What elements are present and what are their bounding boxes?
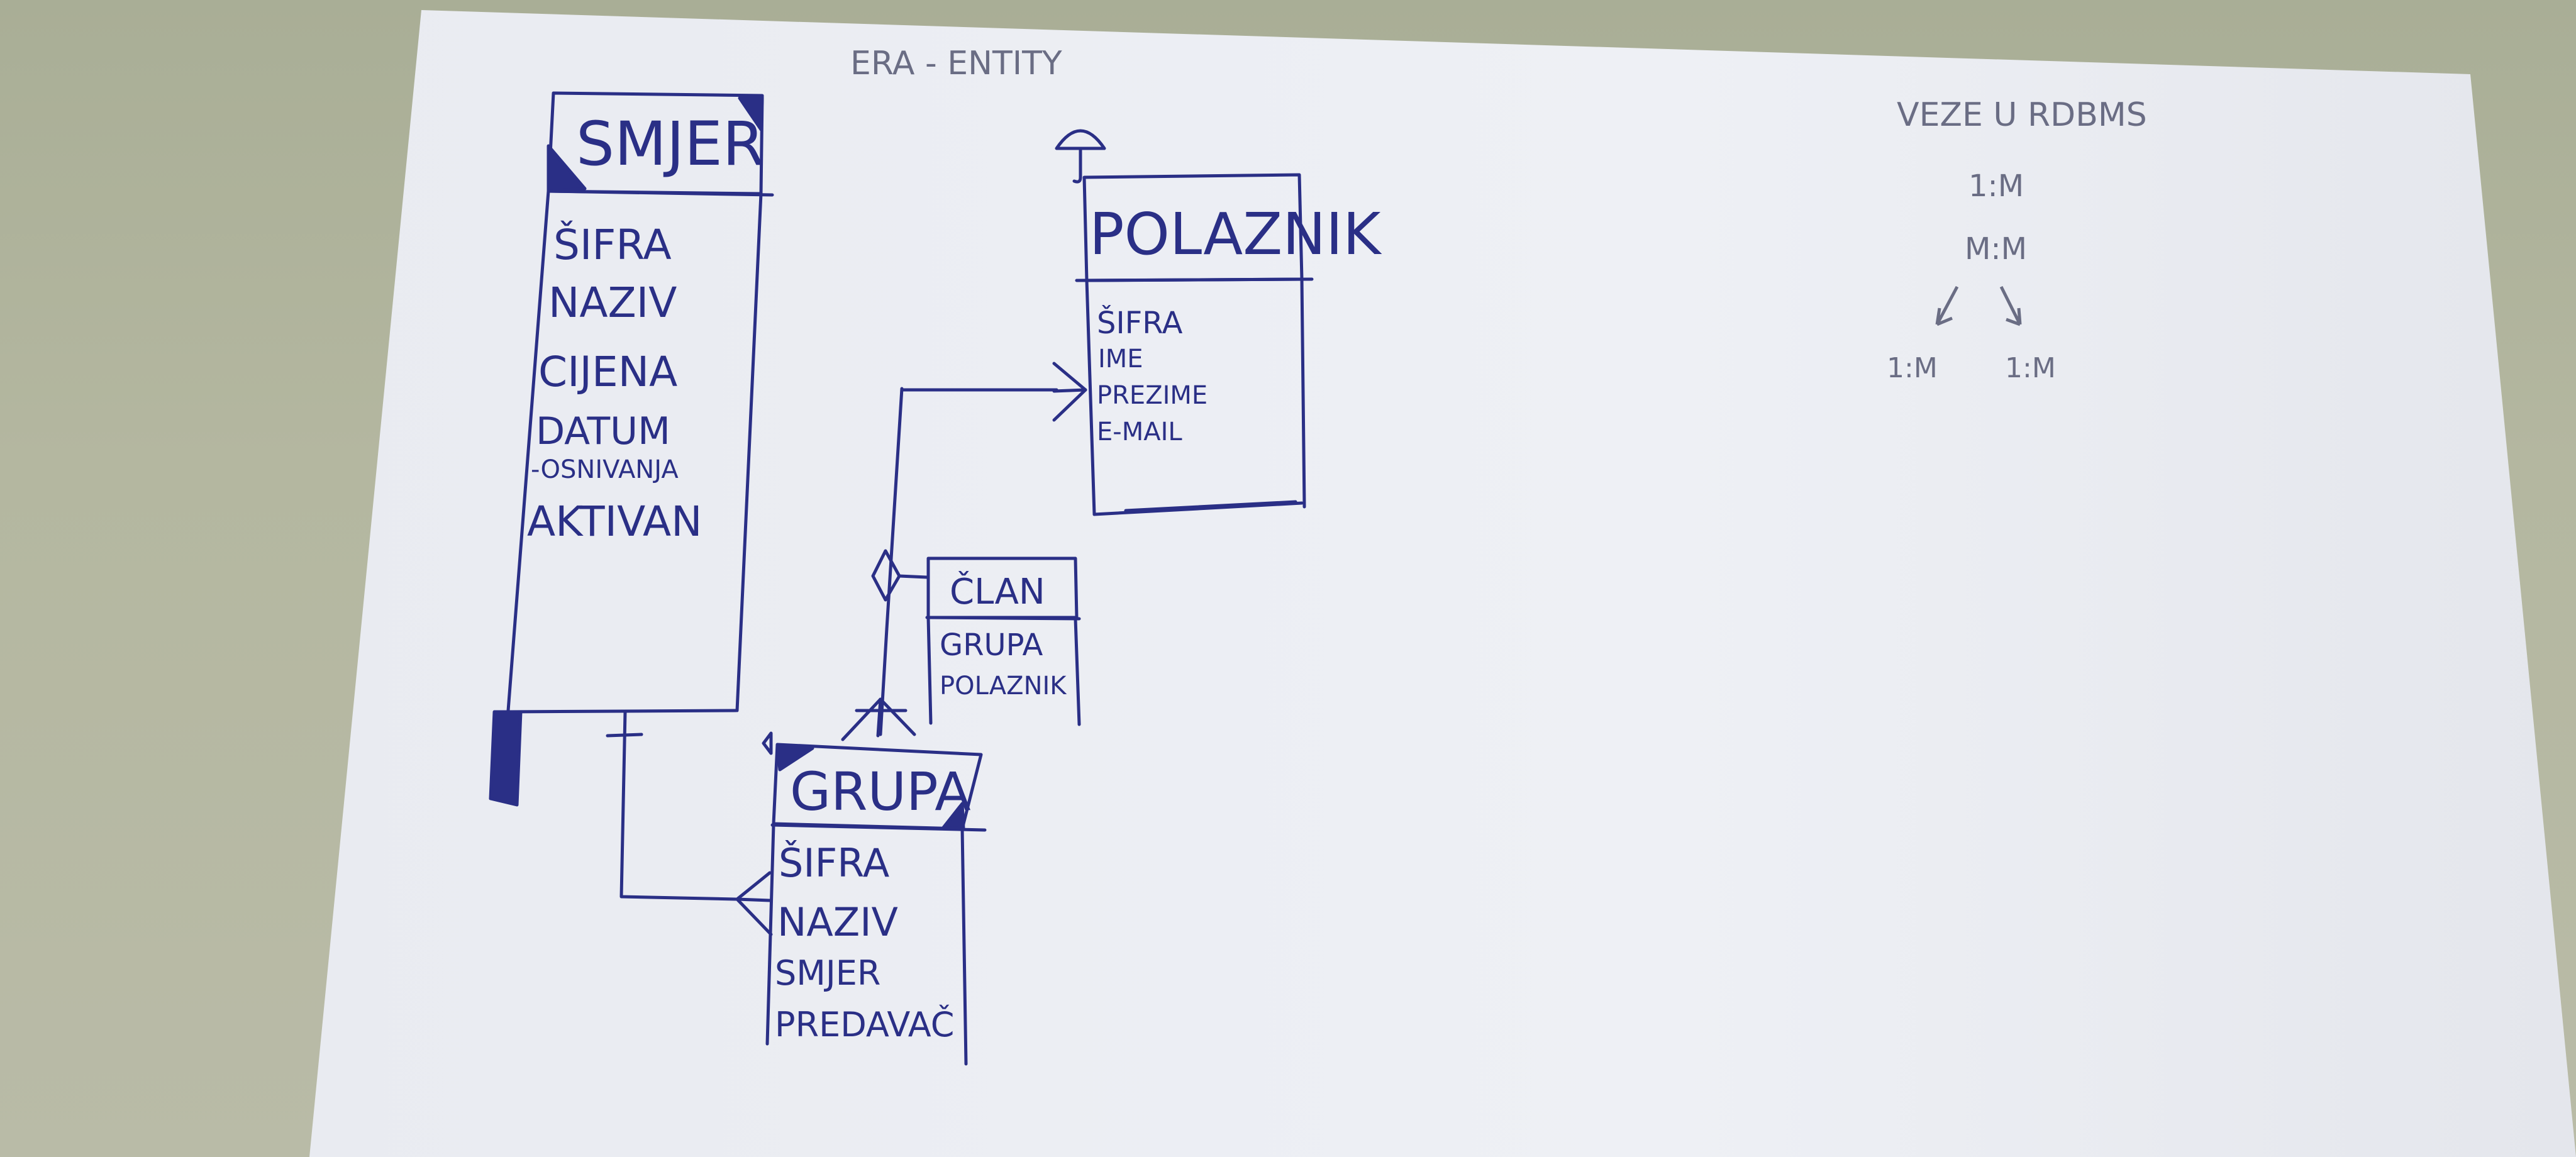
smjer-attr-5: -OSNIVANJA bbox=[531, 455, 679, 484]
entity-smjer bbox=[489, 91, 774, 807]
smjer-marker-block bbox=[489, 710, 523, 807]
arrow-left-icon bbox=[1935, 285, 1959, 326]
smjer-attr-3: CIJENA bbox=[538, 348, 677, 396]
entity-polaznik bbox=[1055, 129, 1314, 516]
grupa-corner-fill bbox=[775, 744, 814, 772]
entity-clan bbox=[925, 556, 1081, 726]
polaznik-attr-4: E-MAIL bbox=[1097, 418, 1182, 446]
entity-grupa bbox=[765, 743, 987, 1066]
clan-title: ČLAN bbox=[950, 572, 1045, 612]
relationship-smjer-grupa bbox=[606, 710, 773, 936]
relationship-clan-grupa bbox=[762, 627, 916, 755]
polaznik-attr-1: ŠIFRA bbox=[1097, 305, 1183, 341]
grupa-attr-2: NAZIV bbox=[777, 899, 898, 945]
relationship-notes: VEZE U RDBMS 1:M M:M 1:M 1:M bbox=[1887, 96, 2147, 384]
clan-attr-1: GRUPA bbox=[940, 628, 1043, 663]
clan-attr-2: POLAZNIK bbox=[940, 672, 1067, 700]
smjer-attr-1: ŠIFRA bbox=[553, 220, 672, 269]
relationship-polaznik-clan bbox=[871, 362, 1087, 631]
notes-line-1: 1:M bbox=[1968, 169, 2024, 204]
polaznik-attr-3: PREZIME bbox=[1097, 381, 1208, 410]
polaznik-attr-2: IME bbox=[1098, 345, 1143, 374]
umbrella-icon bbox=[1055, 129, 1106, 184]
smjer-attr-6: AKTIVAN bbox=[527, 497, 702, 546]
smjer-corner-fill bbox=[547, 144, 587, 193]
grupa-attr-4: PREDAVAČ bbox=[775, 1005, 955, 1044]
diagram-title: ERA - ENTITY bbox=[850, 45, 1062, 82]
smjer-corner-fill-right bbox=[738, 96, 764, 131]
notes-title: VEZE U RDBMS bbox=[1897, 96, 2147, 134]
arrow-right-icon bbox=[1999, 285, 2022, 326]
polaznik-title: POLAZNIK bbox=[1089, 201, 1382, 268]
grupa-attr-3: SMJER bbox=[775, 953, 880, 993]
smjer-attr-2: NAZIV bbox=[548, 279, 677, 327]
smjer-attr-4: DATUM bbox=[536, 409, 670, 453]
diamond-icon bbox=[871, 549, 901, 602]
notes-line-2: M:M bbox=[1965, 231, 2027, 267]
smjer-title: SMJER bbox=[576, 109, 764, 179]
notes-split-left: 1:M bbox=[1887, 352, 1938, 384]
grupa-attr-1: ŠIFRA bbox=[779, 840, 889, 886]
grupa-title: GRUPA bbox=[790, 761, 971, 822]
paper-sheet bbox=[309, 10, 2576, 1157]
diamond-icon bbox=[762, 731, 773, 755]
grupa-corner-fill-right bbox=[941, 802, 965, 831]
notes-split-right: 1:M bbox=[2005, 352, 2056, 384]
